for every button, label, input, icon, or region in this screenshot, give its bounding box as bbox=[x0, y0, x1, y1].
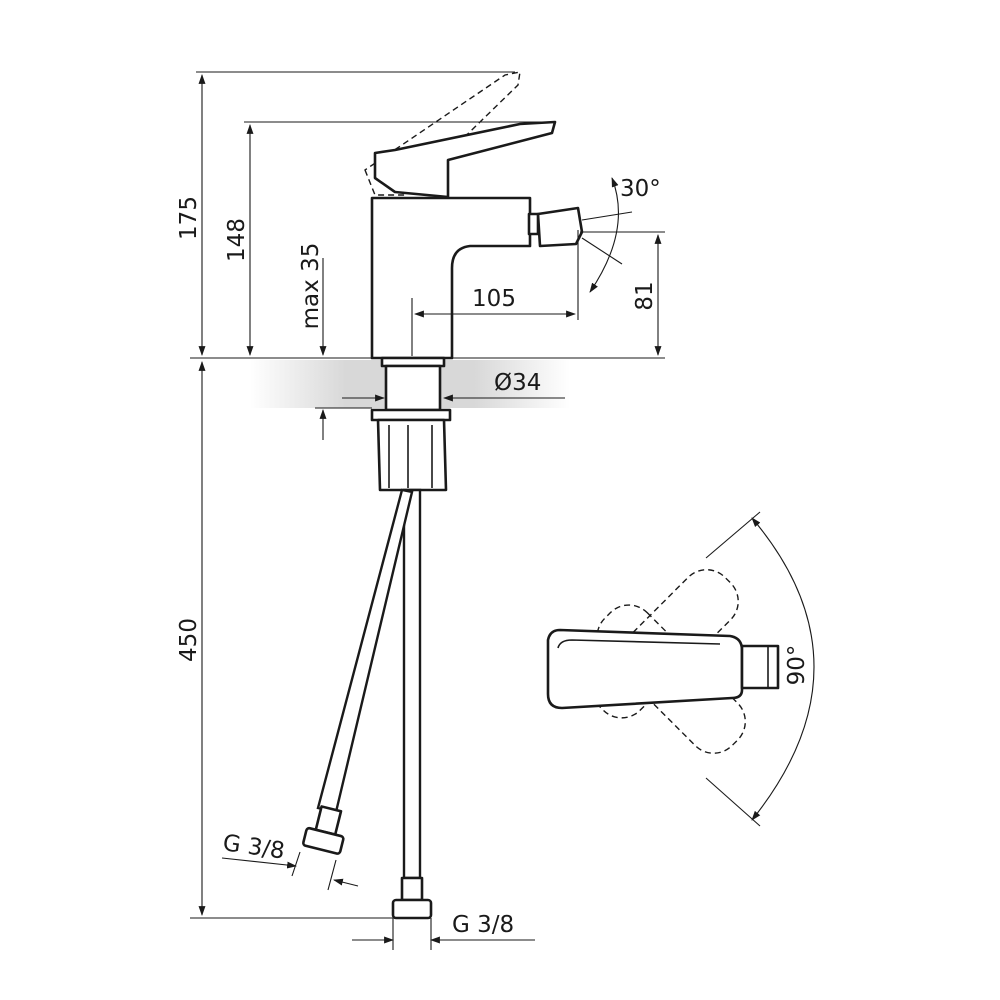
spray-nozzle bbox=[536, 206, 584, 248]
nozzle-top-view bbox=[740, 644, 780, 690]
label-body-diameter: Ø34 bbox=[494, 370, 541, 396]
lever-top-view bbox=[546, 628, 744, 710]
label-lever-height: 148 bbox=[224, 218, 250, 262]
lever-handle bbox=[373, 120, 557, 199]
nozzle-connector bbox=[527, 212, 540, 236]
label-overall-height: 175 bbox=[176, 196, 202, 240]
faucet-top-view bbox=[546, 511, 815, 827]
label-hose-length: 450 bbox=[176, 618, 202, 662]
hose-straight bbox=[402, 488, 422, 880]
supply-hoses bbox=[302, 488, 433, 920]
label-spray-angle: 30° bbox=[620, 176, 661, 202]
label-spout-height: 81 bbox=[632, 281, 658, 310]
fixing-nut bbox=[376, 418, 448, 492]
label-max-deck-thickness: max 35 bbox=[298, 243, 324, 330]
hose-nut-right bbox=[391, 898, 433, 920]
faucet-side-view bbox=[364, 71, 584, 492]
hose-nut-left bbox=[302, 826, 345, 855]
label-lever-rotation: 90° bbox=[784, 645, 810, 686]
mounting-shank bbox=[384, 364, 442, 412]
hose-angled bbox=[316, 488, 414, 814]
label-connector-right: G 3/8 bbox=[452, 912, 514, 938]
shank-washer bbox=[370, 408, 452, 422]
label-spout-reach: 105 bbox=[472, 286, 516, 312]
hose-fitting-right bbox=[400, 876, 424, 902]
faucet-body bbox=[370, 196, 532, 360]
dimension-lines bbox=[190, 71, 665, 950]
lever-raised-outline bbox=[364, 71, 521, 196]
dimension-labels: 175 148 max 35 105 81 30° Ø34 450 G 3/8 … bbox=[176, 176, 810, 938]
